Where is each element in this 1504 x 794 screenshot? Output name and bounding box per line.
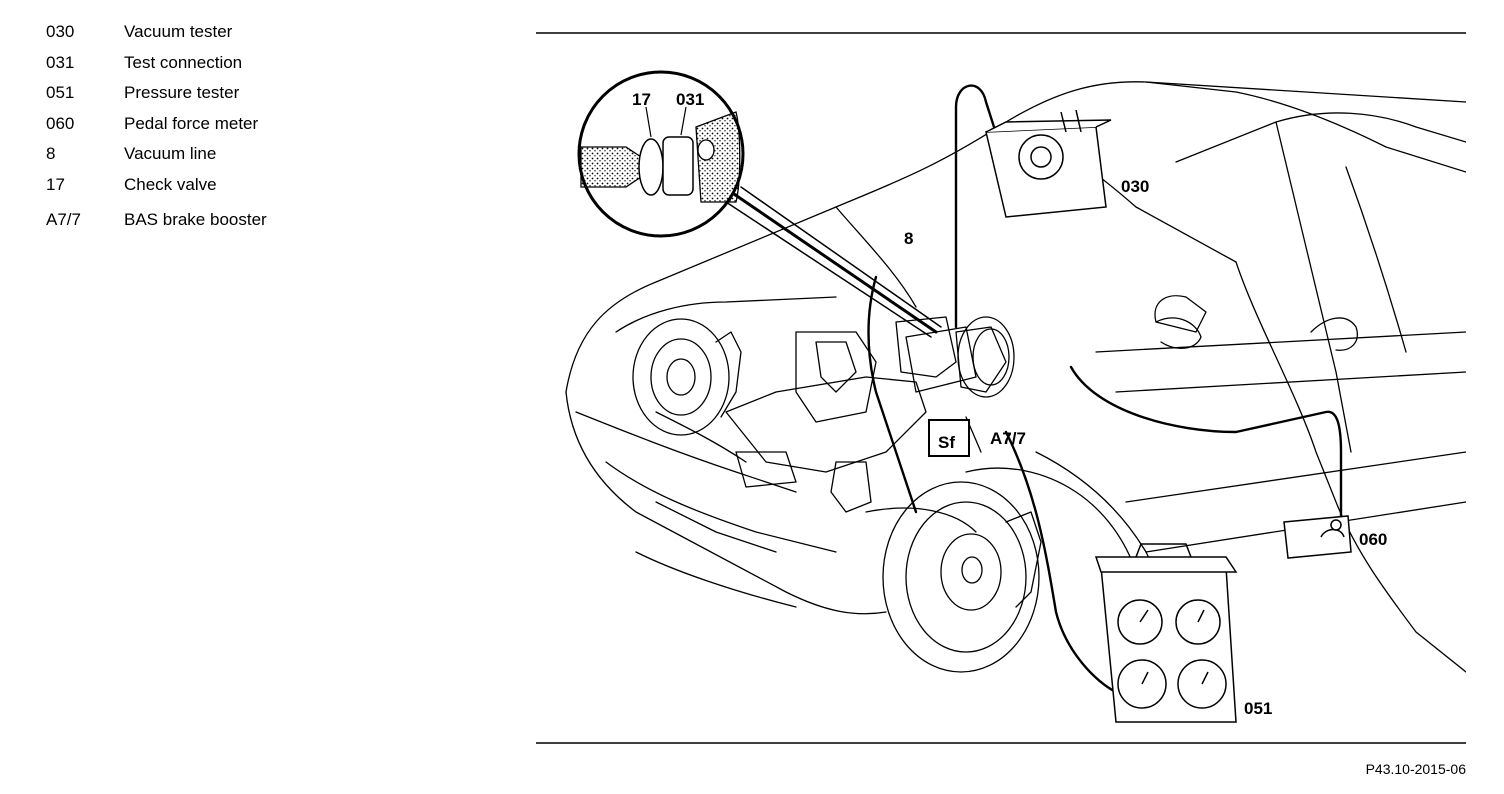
legend-item: 060 Pedal force meter — [46, 114, 267, 145]
illustration-frame: Sf 17 031 8 030 A7/7 060 051 — [536, 32, 1466, 744]
callout-a7-7: A7/7 — [990, 429, 1026, 448]
legend-code: 051 — [46, 83, 75, 102]
legend-item: 8 Vacuum line — [46, 144, 267, 175]
legend-description: BAS brake booster — [124, 210, 267, 229]
legend-description: Pedal force meter — [124, 113, 259, 133]
front-brake-disc-right — [882, 481, 1042, 673]
legend-description: Test connection — [124, 52, 243, 72]
callout-060: 060 — [1359, 530, 1387, 549]
vacuum-line — [867, 84, 1343, 694]
figure-reference: P43.10-2015-06 — [1365, 761, 1466, 777]
legend-code: A7/7 — [46, 210, 81, 229]
engine-bay — [725, 316, 1007, 513]
special-tool-label: Sf — [938, 433, 955, 452]
legend-description: Check valve — [124, 174, 217, 194]
legend-description: Pressure tester — [124, 83, 240, 102]
special-tool-icon: Sf — [928, 419, 970, 457]
legend-code: 060 — [46, 113, 75, 133]
pressure-tester-051 — [1094, 543, 1238, 723]
front-brake-disc-left — [632, 318, 742, 436]
legend-item: 031 Test connection — [46, 53, 267, 84]
legend-list: 030 Vacuum tester 031 Test connection 05… — [46, 22, 267, 241]
legend-code: 031 — [46, 52, 75, 72]
vacuum-tester-030 — [985, 109, 1112, 218]
callout-8: 8 — [904, 229, 913, 248]
legend-item: 17 Check valve — [46, 175, 267, 206]
callout-031: 031 — [676, 90, 704, 109]
check-valve-magnifier — [577, 70, 745, 238]
callout-051: 051 — [1244, 699, 1272, 718]
vehicle-test-diagram: Sf 17 031 8 030 A7/7 060 051 — [536, 32, 1466, 744]
legend-item: A7/7 BAS brake booster — [46, 210, 267, 241]
legend-description: Vacuum line — [124, 144, 217, 163]
legend-code: 17 — [46, 174, 65, 194]
side-mirror — [1154, 295, 1207, 333]
pedal-force-meter-060 — [1283, 515, 1352, 559]
legend-code: 030 — [46, 22, 75, 41]
legend-description: Vacuum tester — [124, 22, 233, 41]
legend-item: 051 Pressure tester — [46, 83, 267, 114]
legend-code: 8 — [46, 144, 56, 163]
callout-030: 030 — [1121, 177, 1149, 196]
magnifier-leader — [725, 186, 942, 338]
callout-17: 17 — [632, 90, 651, 109]
legend-item: 030 Vacuum tester — [46, 22, 267, 53]
